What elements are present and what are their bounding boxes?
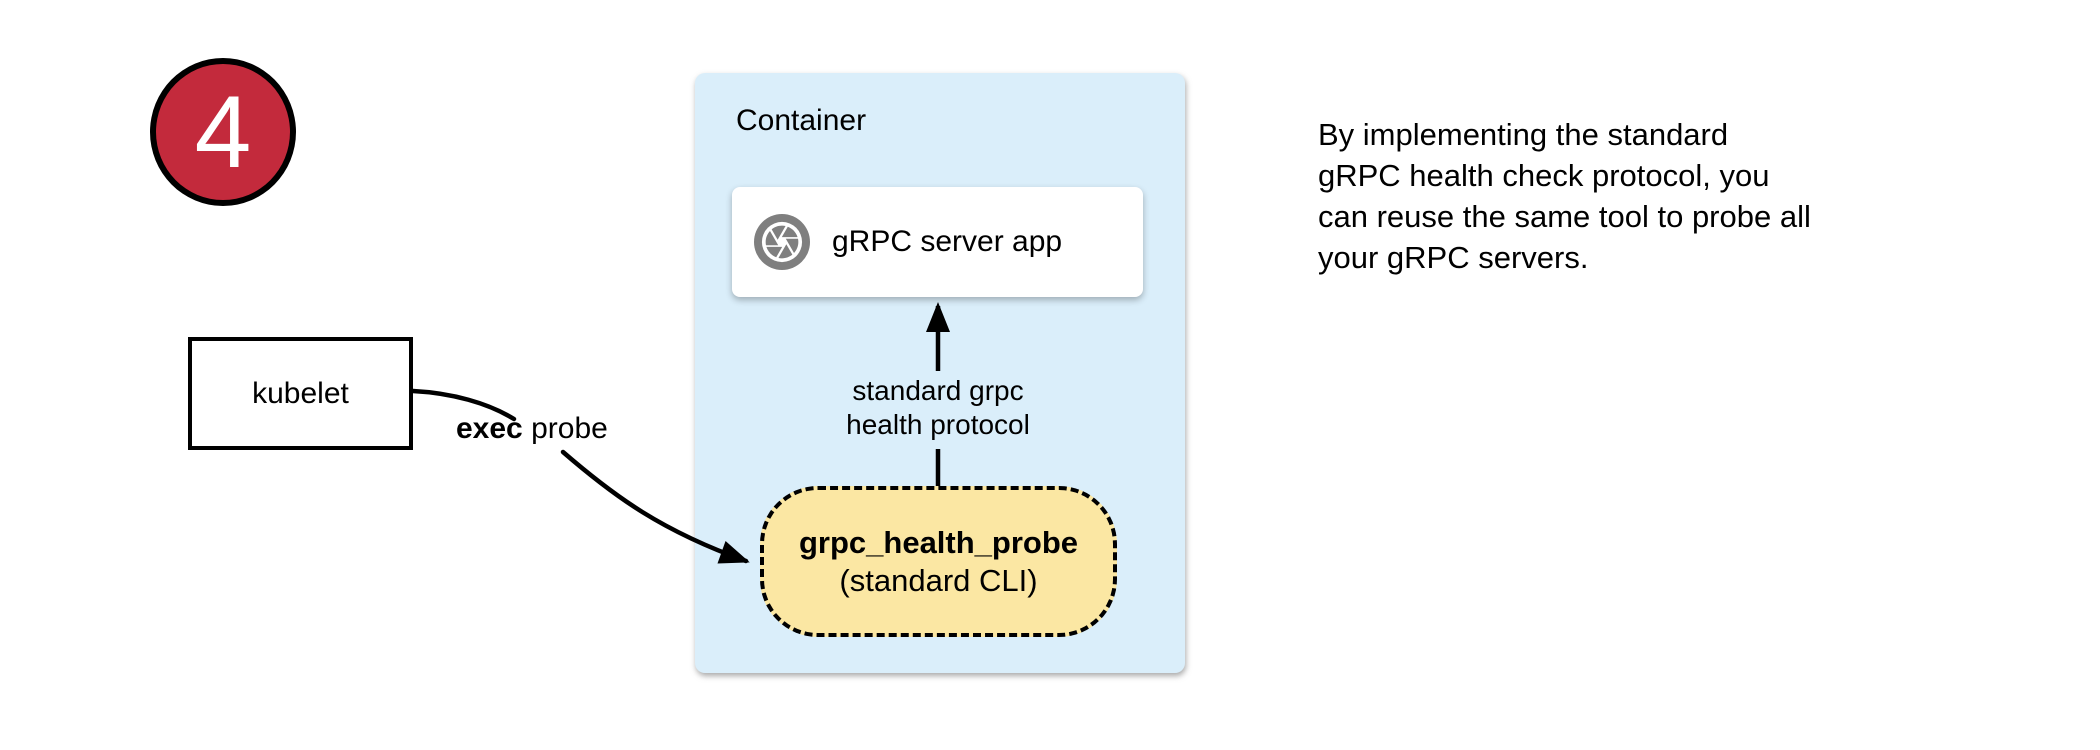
kubelet-node: kubelet (188, 337, 413, 450)
aperture-icon (754, 214, 810, 270)
protocol-arrow-label: standard grpc health protocol (808, 374, 1068, 442)
protocol-label-line1: standard grpc (852, 375, 1024, 406)
caption-line: By implementing the standard (1318, 117, 1729, 152)
caption-line: your gRPC servers. (1318, 240, 1589, 275)
step-badge: 4 (150, 58, 296, 206)
probe-subtitle: (standard CLI) (839, 562, 1038, 598)
caption-text: By implementing the standard gRPC health… (1318, 114, 1811, 278)
caption-line: gRPC health check protocol, you (1318, 158, 1770, 193)
grpc-server-node: gRPC server app (732, 187, 1143, 297)
exec-probe-label-bold: exec (456, 412, 523, 445)
exec-probe-label-rest: probe (522, 412, 608, 445)
kubelet-label: kubelet (252, 376, 349, 410)
container-title: Container (736, 104, 867, 137)
step-number: 4 (194, 75, 252, 189)
grpc-server-label: gRPC server app (832, 225, 1063, 258)
probe-title: grpc_health_probe (798, 524, 1079, 560)
protocol-label-line2: health protocol (846, 409, 1030, 440)
grpc-health-probe-node: grpc_health_probe (standard CLI) (760, 486, 1117, 637)
caption-line: can reuse the same tool to probe all (1318, 199, 1811, 234)
exec-probe-label: exec probe (456, 412, 608, 446)
